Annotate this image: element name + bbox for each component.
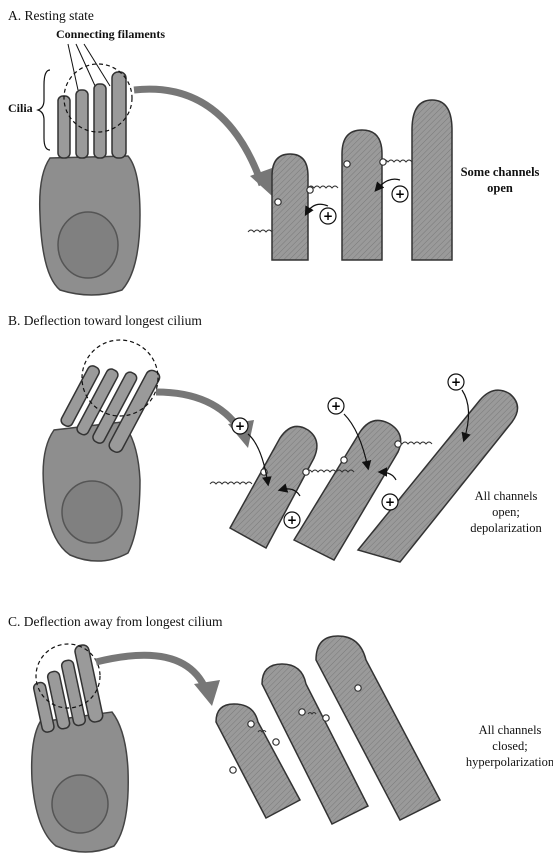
- cilia-bracket: [38, 70, 50, 150]
- magnified-cilia-b: [230, 390, 518, 562]
- filament-pointer-lines: [68, 44, 110, 90]
- panel-a-title: A. Resting state: [8, 8, 94, 23]
- zoom-arrow-c: [96, 655, 220, 706]
- cation-b-3: +: [331, 399, 341, 413]
- zoom-arrow-a: [134, 89, 272, 196]
- state-text-c-line3: hyperpolarization: [466, 755, 553, 769]
- state-text-b-line1: All channels: [475, 489, 538, 503]
- panel-c-title: C. Deflection away from longest cilium: [8, 614, 223, 629]
- panel-a: A. Resting state Connecting filaments Ci…: [8, 8, 540, 295]
- cation-b-2: +: [287, 513, 297, 527]
- hair-cell-c: [27, 644, 128, 852]
- state-text-c-line1: All channels: [479, 723, 542, 737]
- magnified-cilia-c: [216, 636, 440, 824]
- panel-b: B. Deflection toward longest cilium: [8, 313, 542, 562]
- cation-b-5: +: [451, 375, 461, 389]
- state-text-c-line2: closed;: [492, 739, 527, 753]
- state-text-b-line2: open;: [492, 505, 520, 519]
- state-text-a-line1: Some channels: [461, 165, 540, 179]
- panel-b-title: B. Deflection toward longest cilium: [8, 313, 202, 328]
- cilia-label: Cilia: [8, 101, 33, 115]
- hair-cell-a: [40, 72, 140, 295]
- magnified-cilia-a: [272, 100, 452, 260]
- cation-a-1: +: [323, 209, 333, 223]
- cation-a-2: +: [395, 187, 405, 201]
- state-text-a-line2: open: [487, 181, 513, 195]
- connecting-filaments-label: Connecting filaments: [56, 27, 165, 41]
- hair-cell-b: [43, 343, 162, 561]
- cation-b-1: +: [235, 419, 245, 433]
- panel-c: C. Deflection away from longest cilium: [8, 614, 553, 852]
- state-text-b-line3: depolarization: [470, 521, 542, 535]
- cation-b-4: +: [385, 495, 395, 509]
